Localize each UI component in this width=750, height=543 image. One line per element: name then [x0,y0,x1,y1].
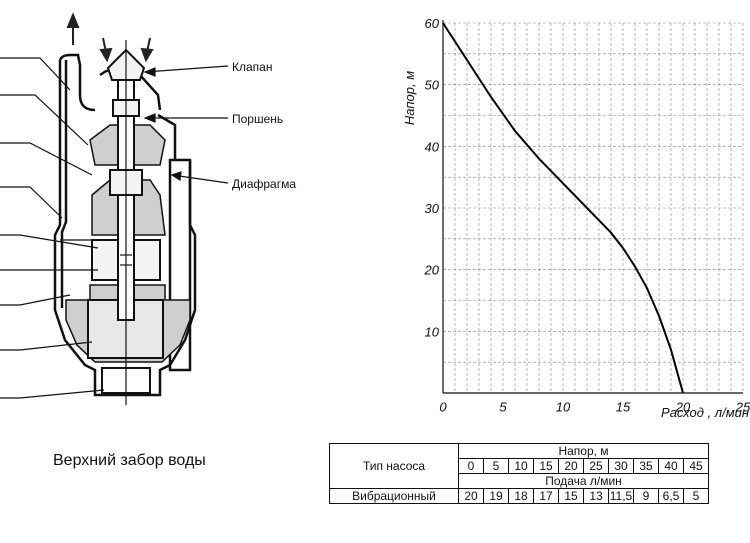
flow-arrows [66,12,154,63]
flow-value-cell: 20 [458,488,484,504]
diagram-caption: Верхний забор воды [53,452,206,469]
x-tick-label: 10 [556,400,571,415]
flow-value-cell: 5 [683,488,709,504]
flow-value-cell: 6,5 [658,488,684,504]
type-header: Тип насоса [329,443,459,489]
head-header: Напор, м [458,443,709,459]
chart-ticks: 0 5 10 15 20 25 10 20 30 40 50 60 [424,16,750,415]
chart-grid [443,22,744,393]
label-piston: Поршень [232,112,283,126]
head-value-cell: 25 [583,458,609,474]
label-diaphragm: Диафрагма [232,177,296,191]
x-tick-label: 25 [735,400,750,415]
x-axis-label: Расход , л/мин [661,405,749,420]
flow-value-cell: 9 [633,488,659,504]
y-tick-label: 20 [424,263,440,278]
head-flow-curve [442,22,684,394]
label-valve: Клапан [232,60,272,74]
head-value-cell: 35 [633,458,659,474]
y-tick-label: 10 [425,324,440,339]
flow-value-cell: 19 [483,488,509,504]
flow-value-cell: 17 [533,488,559,504]
right-leader-lines [143,65,229,184]
head-value-cell: 0 [458,458,484,474]
x-tick-label: 20 [675,400,691,415]
y-tick-label: 60 [425,16,440,31]
x-tick-label: 5 [499,400,507,415]
head-value-cell: 5 [483,458,509,474]
chart-axes [442,20,743,394]
flow-value-cell: 11,5 [608,488,634,504]
x-tick-label: 0 [439,400,447,415]
pump-type-label: Вибрационный [329,488,459,504]
head-value-cell: 45 [683,458,709,474]
head-value-cell: 20 [558,458,584,474]
pump-diagram: Клапан Поршень Диафрагма [0,12,296,405]
y-tick-label: 30 [425,201,440,216]
head-value-cell: 40 [658,458,684,474]
flow-header: Подача л/мин [458,473,709,489]
flow-value-cell: 13 [583,488,609,504]
y-tick-label: 50 [425,78,440,93]
y-axis-label: Напор, м [402,71,417,125]
flow-value-cell: 18 [508,488,534,504]
internal-lines [60,40,132,405]
left-leader-lines [0,57,105,399]
x-tick-label: 15 [616,400,631,415]
head-flow-chart: 0 5 10 15 20 25 10 20 30 40 50 60 Напор, м Расход ,… [402,16,750,420]
head-value-cell: 30 [608,458,634,474]
y-tick-label: 40 [425,139,440,154]
head-value-cell: 15 [533,458,559,474]
head-value-cell: 10 [508,458,534,474]
flow-value-cell: 15 [558,488,584,504]
